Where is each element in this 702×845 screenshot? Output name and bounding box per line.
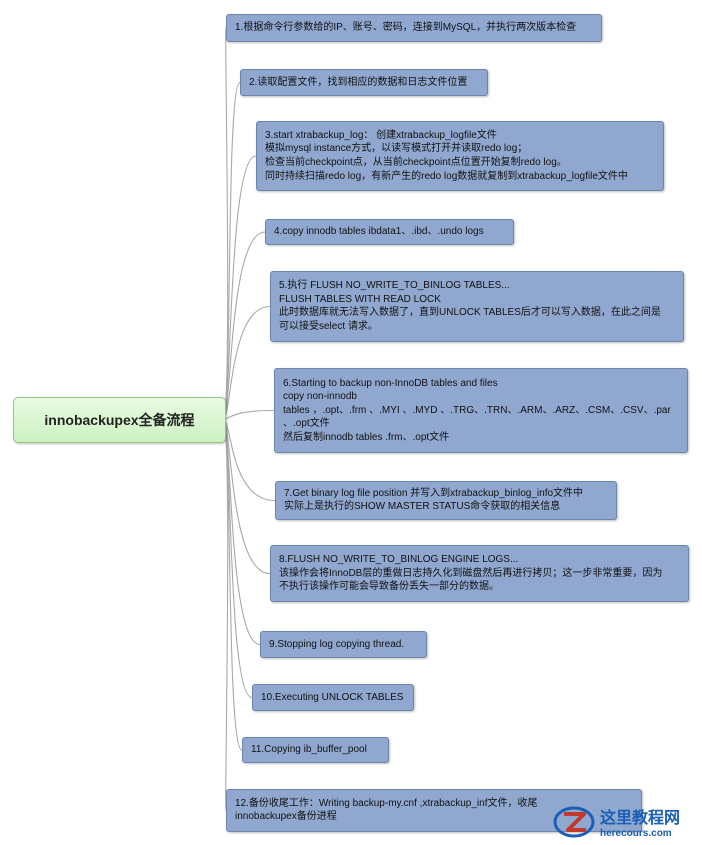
step-node-text: 5.执行 FLUSH NO_WRITE_TO_BINLOG TABLES... xyxy=(279,280,510,292)
watermark-cn: 这里教程网 xyxy=(600,808,681,827)
connector-7 xyxy=(223,418,276,502)
step-node-4: 4.copy innodb tables ibdata1、.ibd、.undo … xyxy=(265,219,514,245)
connector-10 xyxy=(223,418,253,699)
step-node-10: 10.Executing UNLOCK TABLES xyxy=(252,684,414,711)
step-node-1: 1.根据命令行参数给的IP、账号、密码，连接到MySQL，并执行两次版本检查 xyxy=(226,14,602,42)
step-node-text: 7.Get binary log file position 并写入到xtrab… xyxy=(284,487,584,499)
step-node-5: 5.执行 FLUSH NO_WRITE_TO_BINLOG TABLES...F… xyxy=(270,271,684,342)
step-node-text: 10.Executing UNLOCK TABLES xyxy=(261,691,404,703)
connector-12 xyxy=(223,418,229,812)
step-node-12: 12.备份收尾工作：Writing backup-my.cnf ,xtrabac… xyxy=(226,789,642,832)
step-node-2: 2.读取配置文件，找到相应的数据和日志文件位置 xyxy=(240,69,488,96)
step-node-text: 9.Stopping log copying thread. xyxy=(269,638,405,650)
step-node-text: 实际上是执行的SHOW MASTER STATUS命令获取的相关信息 xyxy=(284,501,561,513)
step-node-text: 然后复制innodb tables .frm、.opt文件 xyxy=(283,431,450,443)
step-node-9: 9.Stopping log copying thread. xyxy=(260,631,427,658)
step-node-text: 1.根据命令行参数给的IP、账号、密码，连接到MySQL，并执行两次版本检查 xyxy=(235,22,577,34)
connector-5 xyxy=(223,305,271,420)
step-node-text: 可以接受select 请求。 xyxy=(279,321,378,333)
watermark: 这里教程网 herecours.com xyxy=(552,798,702,845)
herecours-logo-icon xyxy=(553,806,595,837)
step-node-text: innobackupex备份进程 xyxy=(235,811,337,823)
step-node-text: copy non-innodb xyxy=(283,391,357,403)
watermark-en: herecours.com xyxy=(600,828,672,839)
step-node-3: 3.start xtrabackup_log： 创建xtrabackup_log… xyxy=(256,121,664,191)
step-node-text: 不执行该操作可能会导致备份丢失一部分的数据。 xyxy=(279,581,499,593)
step-node-text: 12.备份收尾工作：Writing backup-my.cnf ,xtrabac… xyxy=(235,797,538,809)
step-node-7: 7.Get binary log file position 并写入到xtrab… xyxy=(275,481,617,520)
step-node-text: FLUSH TABLES WITH READ LOCK xyxy=(279,293,441,305)
step-node-text: 该操作会将InnoDB层的重做日志持久化到磁盘然后再进行拷贝；这一步非常重要，因… xyxy=(279,567,663,579)
step-node-text: tables ，.opt、.frm 、.MYI 、.MYD 、.TRG、.TRN… xyxy=(283,404,671,416)
step-node-8: 8.FLUSH NO_WRITE_TO_BINLOG ENGINE LOGS..… xyxy=(270,545,689,602)
step-node-6: 6.Starting to backup non-InnoDB tables a… xyxy=(274,368,688,453)
step-node-text: 6.Starting to backup non-InnoDB tables a… xyxy=(283,377,498,389)
step-node-text: 同时持续扫描redo log，有新产生的redo log数据就复制到xtraba… xyxy=(265,170,628,182)
step-node-text: 模拟mysql instance方式，以读写模式打开并读取redo log； xyxy=(265,143,528,155)
connector-6 xyxy=(223,409,275,420)
step-node-text: 3.start xtrabackup_log： 创建xtrabackup_log… xyxy=(265,129,497,141)
step-node-text: 、.opt文件 xyxy=(283,418,330,430)
step-node-11: 11.Copying ib_buffer_pool xyxy=(242,737,389,763)
root-title: innobackupex全备流程 xyxy=(44,412,195,428)
step-node-text: 8.FLUSH NO_WRITE_TO_BINLOG ENGINE LOGS..… xyxy=(279,554,519,566)
step-node-text: 11.Copying ib_buffer_pool xyxy=(251,744,367,756)
step-node-text: 检查当前checkpoint点，从当前checkpoint点位置开始复制redo… xyxy=(265,156,567,168)
root-node: innobackupex全备流程 xyxy=(13,397,226,443)
connector-8 xyxy=(223,418,271,575)
step-node-text: 2.读取配置文件，找到相应的数据和日志文件位置 xyxy=(249,76,468,88)
connector-3 xyxy=(223,155,257,420)
step-node-text: 此时数据库就无法写入数据了，直到UNLOCK TABLES后才可以写入数据，在此… xyxy=(279,307,661,319)
step-node-text: 4.copy innodb tables ibdata1、.ibd、.undo … xyxy=(274,226,484,238)
connector-4 xyxy=(223,231,266,420)
